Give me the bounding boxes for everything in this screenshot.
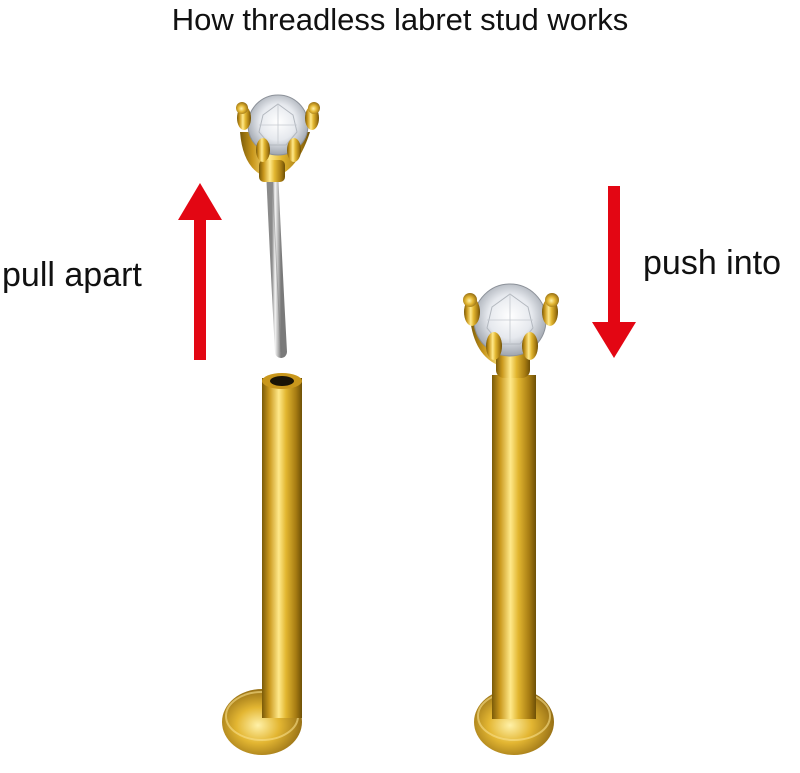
- arrow-up-icon: [178, 183, 222, 360]
- arrow-down-icon: [592, 186, 636, 358]
- gem-setting-right: [463, 283, 559, 378]
- push-into-label: push into: [643, 244, 781, 282]
- bent-pin: [266, 164, 287, 358]
- pull-apart-label: pull apart: [2, 256, 142, 294]
- gem-setting-left: [236, 94, 320, 182]
- assembled-stud: [463, 283, 559, 755]
- diagram-title: How threadless labret stud works: [171, 2, 629, 37]
- gem-top-piece: [236, 94, 320, 358]
- post-left: [222, 373, 302, 755]
